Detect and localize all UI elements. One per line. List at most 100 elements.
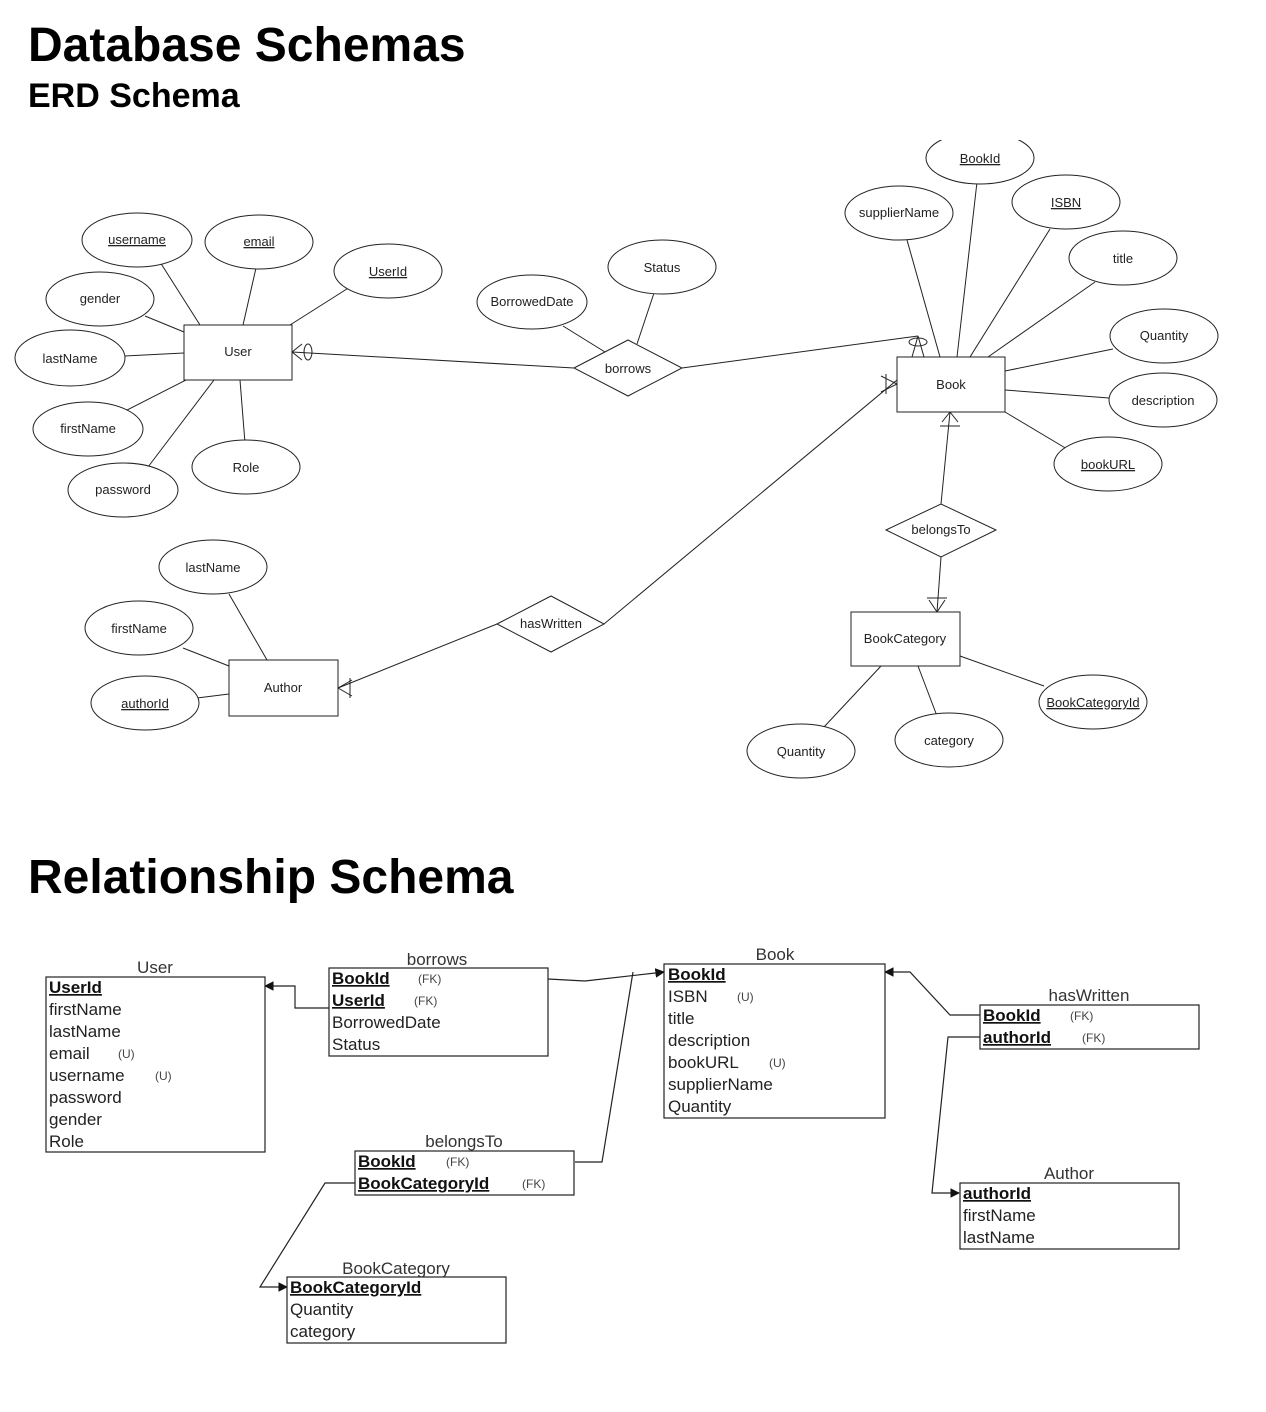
- book-category-field-quantity: Quantity: [290, 1300, 354, 1319]
- attr-user-gender: [45, 271, 155, 327]
- belongs-to-bookcategoryid-fk-tag: (FK): [522, 1177, 545, 1191]
- attr-category-id-label: BookCategoryId: [1046, 695, 1139, 710]
- table-book-category: [286, 1276, 507, 1344]
- has-written-authorid-fk-tag: (FK): [1082, 1031, 1105, 1045]
- table-book: [663, 963, 886, 1119]
- attr-book-quantity: [1109, 308, 1219, 364]
- entity-author: [228, 659, 339, 717]
- attr-borrows-borroweddate-label: BorrowedDate: [490, 294, 573, 309]
- book-field-description: description: [668, 1031, 750, 1050]
- user-field-gender: gender: [49, 1110, 102, 1129]
- attr-book-isbn: [1011, 174, 1121, 230]
- attr-category-id: [1038, 674, 1148, 730]
- book-field-title: title: [668, 1009, 694, 1028]
- table-user-title: User: [137, 958, 173, 977]
- attr-book-bookid: [925, 140, 1035, 185]
- has-written-key-bookid: BookId: [983, 1006, 1041, 1025]
- author-pk-authorid: authorId: [963, 1184, 1031, 1203]
- user-field-email: email: [49, 1044, 90, 1063]
- relationship-has-written-label: hasWritten: [520, 616, 582, 631]
- entity-user-label: User: [224, 344, 252, 359]
- belongs-to-bookid-fk-tag: (FK): [446, 1155, 469, 1169]
- attr-user-email-label: email: [243, 234, 274, 249]
- user-email-unique-tag: (U): [118, 1047, 135, 1061]
- attr-category-quantity-label: Quantity: [777, 744, 826, 759]
- attr-user-username-label: username: [108, 232, 166, 247]
- user-field-firstname: firstName: [49, 1000, 122, 1019]
- user-pk-userid: UserId: [49, 978, 102, 997]
- book-field-suppliername: supplierName: [668, 1075, 773, 1094]
- user-field-username: username: [49, 1066, 125, 1085]
- borrows-userid-fk-tag: (FK): [414, 994, 437, 1008]
- page-title: Database Schemas: [28, 19, 466, 72]
- attr-user-password-label: password: [95, 482, 151, 497]
- book-category-field-category: category: [290, 1322, 356, 1341]
- book-category-pk-id: BookCategoryId: [290, 1278, 421, 1297]
- attr-author-lastname: [158, 539, 268, 595]
- attr-book-bookid-label: BookId: [960, 151, 1000, 166]
- attr-category-category: [894, 712, 1004, 768]
- attr-book-bookurl-label: bookURL: [1081, 457, 1135, 472]
- attr-borrows-borroweddate: [476, 274, 588, 330]
- borrows-field-borroweddate: BorrowedDate: [332, 1013, 441, 1032]
- book-bookurl-unique-tag: (U): [769, 1056, 786, 1070]
- attr-user-userid-label: UserId: [369, 264, 407, 279]
- book-isbn-unique-tag: (U): [737, 990, 754, 1004]
- relationship-borrows-label: borrows: [605, 361, 652, 376]
- attr-user-firstname: [32, 401, 144, 457]
- book-field-bookurl: bookURL: [668, 1053, 739, 1072]
- table-has-written: [979, 1004, 1200, 1050]
- book-field-isbn: ISBN: [668, 987, 708, 1006]
- table-belongs-to-title: belongsTo: [425, 1132, 503, 1151]
- attr-user-lastname: [14, 329, 126, 387]
- attr-user-lastname-label: lastName: [43, 351, 98, 366]
- erd-schema-heading: ERD Schema: [28, 77, 240, 115]
- attr-author-firstname: [84, 600, 194, 656]
- book-field-quantity: Quantity: [668, 1097, 732, 1116]
- attr-author-authorid-label: authorId: [121, 696, 169, 711]
- attr-user-password: [67, 462, 179, 518]
- attr-book-description-label: description: [1132, 393, 1195, 408]
- table-book-category-title: BookCategory: [342, 1259, 450, 1278]
- attr-book-bookurl: [1053, 436, 1163, 492]
- belongs-to-key-bookcategoryid: BookCategoryId: [358, 1174, 489, 1193]
- attr-user-email: [204, 214, 314, 270]
- attr-author-authorid: [90, 675, 200, 731]
- borrows-key-bookid: BookId: [332, 969, 390, 988]
- attr-author-lastname-label: lastName: [186, 560, 241, 575]
- relationship-borrows: [572, 339, 684, 397]
- attr-user-role-label: Role: [233, 460, 260, 475]
- author-field-lastname: lastName: [963, 1228, 1035, 1247]
- attr-book-isbn-label: ISBN: [1051, 195, 1081, 210]
- attr-borrows-status: [607, 239, 717, 295]
- has-written-bookid-fk-tag: (FK): [1070, 1009, 1093, 1023]
- borrows-bookid-fk-tag: (FK): [418, 972, 441, 986]
- relationship-belongs-to-label: belongsTo: [911, 522, 970, 537]
- attr-book-quantity-label: Quantity: [1140, 328, 1189, 343]
- attr-book-title-label: title: [1113, 251, 1133, 266]
- relationship-belongs-to: [884, 503, 998, 558]
- entity-book-label: Book: [936, 377, 966, 392]
- entity-user: [183, 324, 293, 381]
- attr-author-firstname-label: firstName: [111, 621, 167, 636]
- erd-diagram: User Book Author BookCategory borrows ha…: [14, 140, 1219, 779]
- table-author: [959, 1182, 1180, 1250]
- attr-book-suppliername-label: supplierName: [859, 205, 939, 220]
- relationship-has-written: [495, 595, 606, 653]
- attr-borrows-status-label: Status: [644, 260, 681, 275]
- relationship-schema-heading: Relationship Schema: [28, 851, 514, 904]
- table-author-title: Author: [1044, 1164, 1094, 1183]
- attr-user-role: [191, 439, 301, 495]
- table-belongs-to: [354, 1150, 575, 1196]
- attr-book-description: [1108, 372, 1218, 428]
- entity-author-label: Author: [264, 680, 303, 695]
- attr-user-firstname-label: firstName: [60, 421, 116, 436]
- attr-user-gender-label: gender: [80, 291, 121, 306]
- table-has-written-title: hasWritten: [1049, 986, 1130, 1005]
- author-field-firstname: firstName: [963, 1206, 1036, 1225]
- borrows-field-status: Status: [332, 1035, 380, 1054]
- relationship-diagram: User borrows Book hasWritten belongsTo A…: [45, 945, 1200, 1344]
- belongs-to-key-bookid: BookId: [358, 1152, 416, 1171]
- attr-category-quantity: [746, 723, 856, 779]
- book-pk-bookid: BookId: [668, 965, 726, 984]
